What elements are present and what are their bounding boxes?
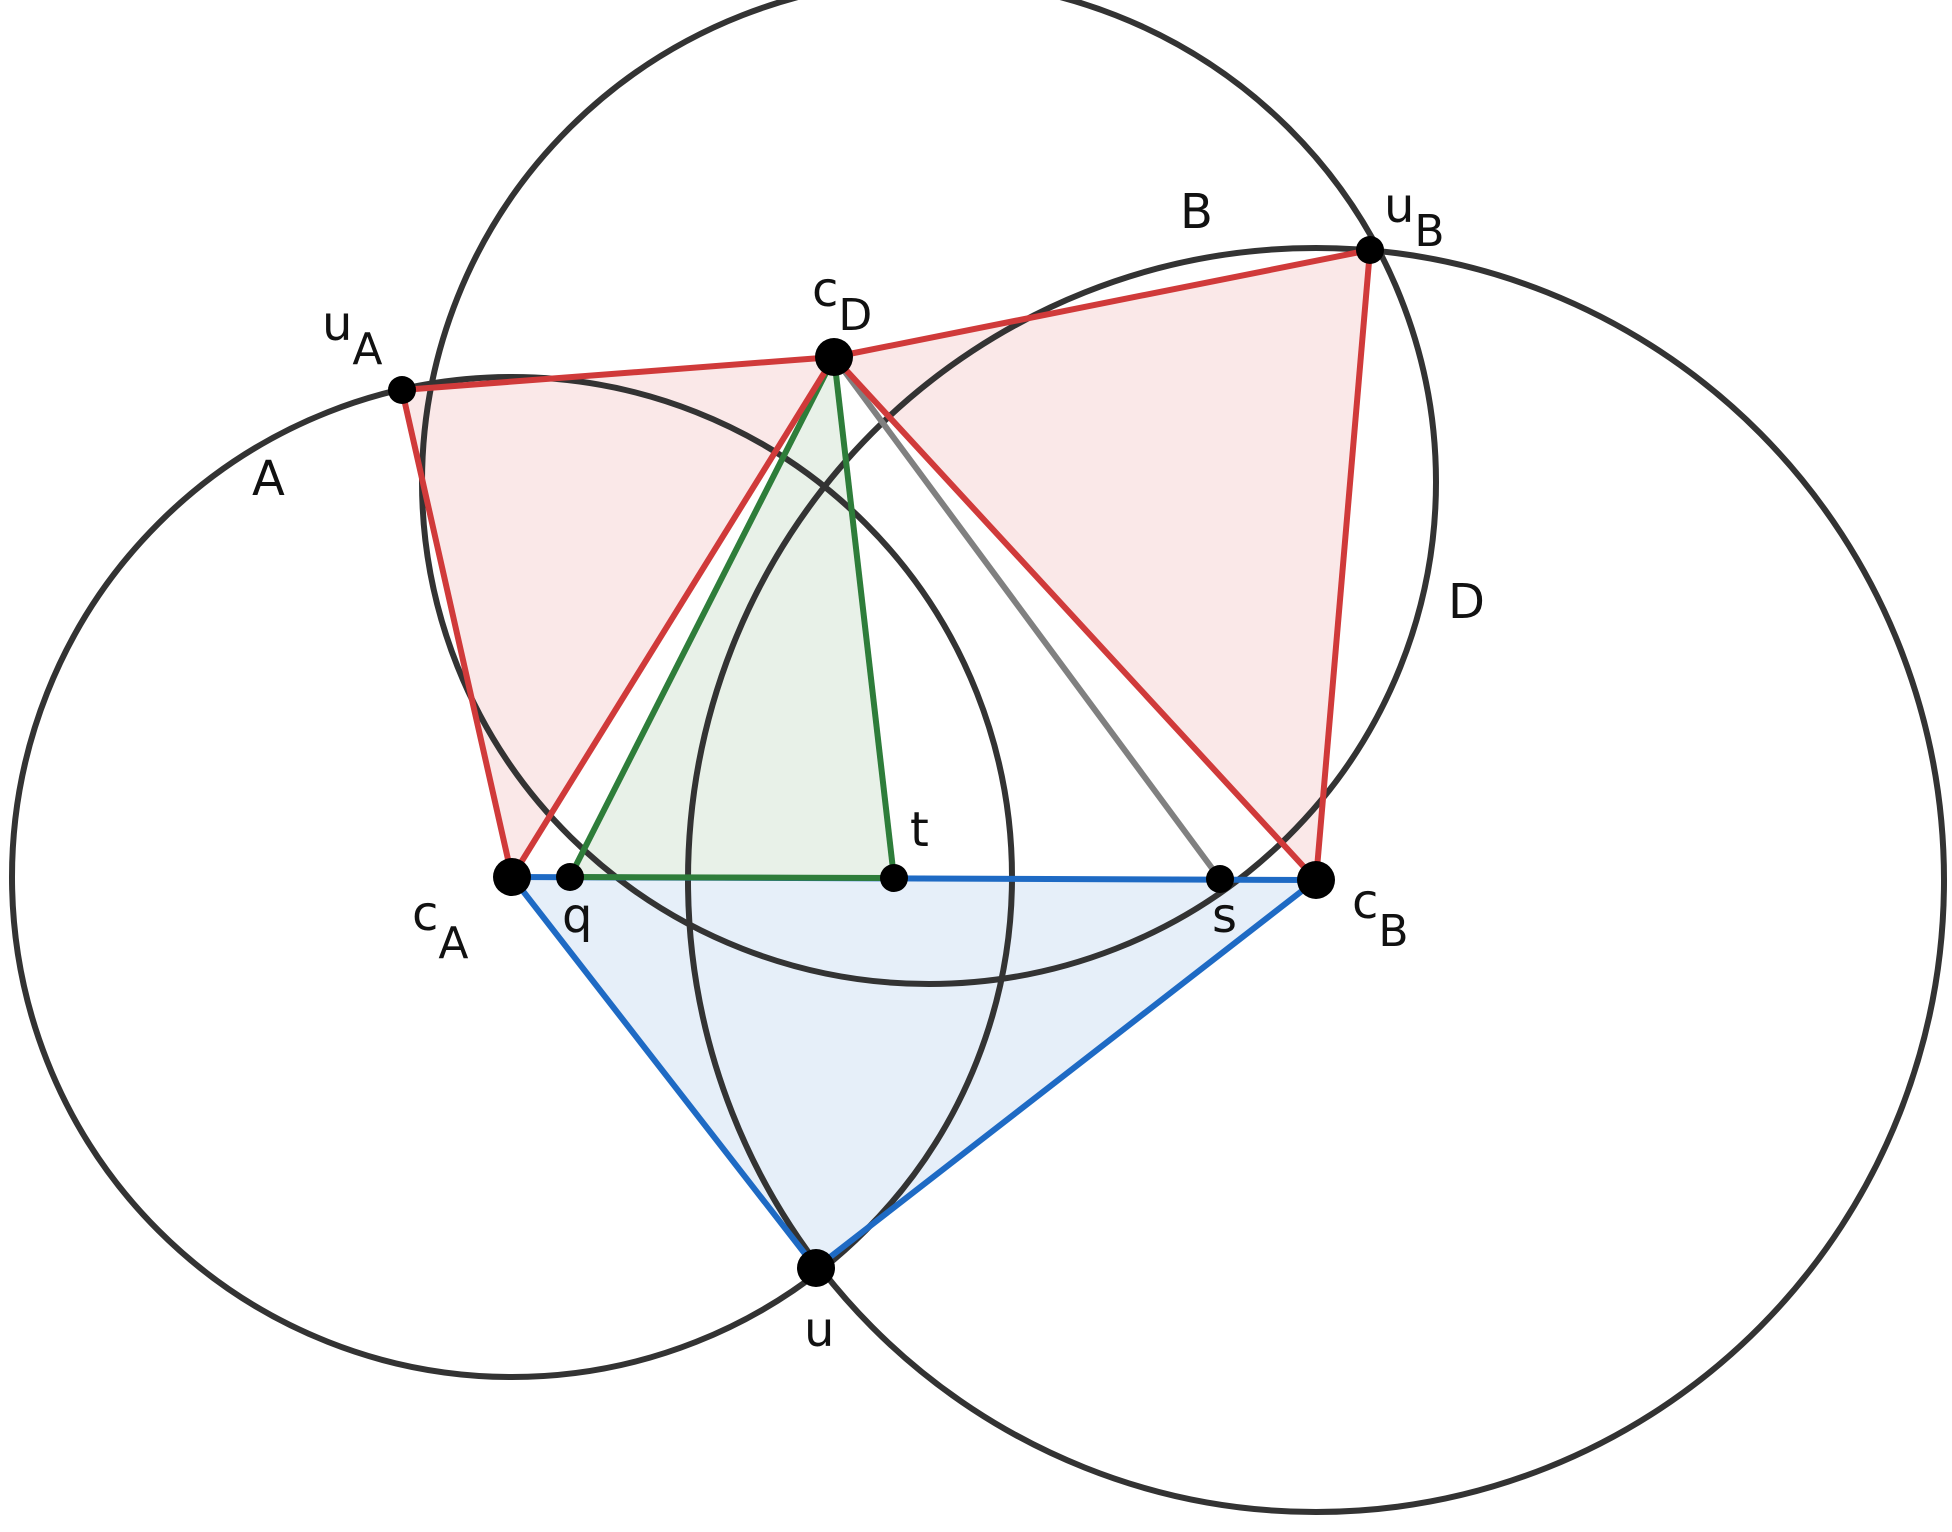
point-q xyxy=(556,863,584,891)
label-point-cB-main: c xyxy=(1352,874,1378,930)
segment-cB-u xyxy=(814,877,1318,1271)
label-point-uB-sub: B xyxy=(1414,206,1444,257)
segment-uA-cD xyxy=(401,354,835,393)
segment-uB-cB xyxy=(1313,249,1373,881)
label-point-cB-sub: B xyxy=(1378,906,1408,957)
segment-cD-cA xyxy=(509,355,837,879)
label-point-u: u xyxy=(804,1302,834,1358)
point-cB xyxy=(1297,861,1335,899)
point-cD xyxy=(815,338,853,376)
point-u xyxy=(797,1249,835,1287)
label-point-t: t xyxy=(910,802,929,858)
label-point-uA-sub: A xyxy=(352,324,382,375)
segment-cD-uB xyxy=(833,247,1371,360)
label-point-s: s xyxy=(1212,888,1237,944)
point-uA xyxy=(388,376,416,404)
label-point-cA: cA xyxy=(412,886,469,969)
red-triangle-right-fill xyxy=(834,250,1370,880)
blue-triangle-fill xyxy=(512,877,1316,1268)
segment-cD-q xyxy=(567,355,837,879)
point-s xyxy=(1206,865,1234,893)
red-triangle-left-fill xyxy=(402,357,834,877)
label-point-cA-main: c xyxy=(412,886,438,942)
label-circle-D: D xyxy=(1448,574,1485,630)
point-uB xyxy=(1356,236,1384,264)
point-cA xyxy=(493,858,531,896)
segment-cA-u xyxy=(509,875,819,1270)
label-point-cB: cB xyxy=(1352,874,1409,957)
label-point-uB: uB xyxy=(1384,178,1445,257)
point-t xyxy=(880,864,908,892)
segment-cD-t xyxy=(831,356,897,879)
green-triangle-fill xyxy=(570,357,894,878)
label-point-cD-sub: D xyxy=(838,290,872,341)
label-point-uA: uA xyxy=(322,296,383,375)
label-point-cD-main: c xyxy=(812,262,838,318)
segment-q-t xyxy=(569,874,895,881)
label-point-uA-main: u xyxy=(322,296,352,352)
label-circle-A: A xyxy=(252,451,285,507)
segment-cD-s xyxy=(831,355,1223,881)
label-point-cD: cD xyxy=(812,262,872,341)
label-point-q: q xyxy=(562,888,592,944)
label-point-uB-main: u xyxy=(1384,178,1414,234)
label-point-cA-sub: A xyxy=(438,918,468,969)
label-circle-B: B xyxy=(1180,184,1213,240)
segment-cD-cB xyxy=(831,354,1319,883)
segment-uA-cA xyxy=(399,389,515,878)
